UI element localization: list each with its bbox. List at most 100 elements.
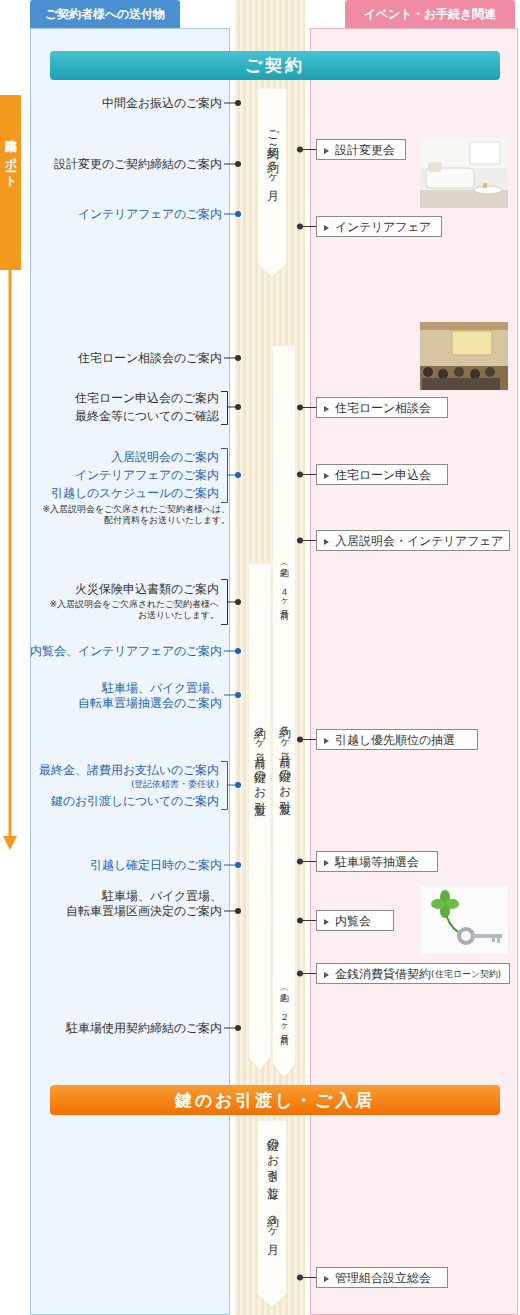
event-text: 設計変更会 xyxy=(335,143,395,157)
photo-person xyxy=(423,367,433,377)
event-box: 内覧会 xyxy=(316,910,394,931)
leader-dot xyxy=(235,161,241,167)
sent-item-text: 内覧会、インテリアフェアのご案内 xyxy=(30,643,222,659)
period-text: 約５ヶ月前～鍵のお引渡し xyxy=(276,717,293,809)
event-box: 駐車場等抽選会 xyxy=(316,851,438,872)
leader-dot xyxy=(235,908,241,914)
photo-person xyxy=(438,369,448,379)
bullet-triangle xyxy=(324,473,329,479)
bullet-triangle xyxy=(324,225,329,231)
photo-wall xyxy=(420,322,508,390)
sent-item-text: 駐車場使用契約締結のご案内 xyxy=(66,1020,222,1036)
event-text: 駐車場等抽選会 xyxy=(335,855,419,869)
leader-dot xyxy=(235,355,241,361)
timeline-band xyxy=(235,0,305,1315)
period-text: （約２～４ヶ月前） xyxy=(278,560,291,606)
photo-bodies xyxy=(422,378,500,390)
event-text: 入居説明会・インテリアフェア xyxy=(335,534,503,548)
report-bar: 建築レポート xyxy=(0,95,21,270)
sent-item-text: 住宅ローン申込会のご案内 xyxy=(75,390,219,406)
leader-dot xyxy=(297,224,303,230)
arrow-outline xyxy=(257,88,287,278)
milestone-text: 鍵のお引渡し・ご入居 xyxy=(175,1089,375,1112)
event-text: 金銭消費貸借契約 xyxy=(335,967,431,981)
leader-dot xyxy=(297,147,303,153)
leader-dot xyxy=(297,971,303,977)
milestone-text: ご契約 xyxy=(245,54,305,77)
event-box: 入居説明会・インテリアフェア xyxy=(316,530,510,551)
note-text: ※入居説明会をご欠席されたご契約者様へ お送りいたします。 xyxy=(39,599,219,621)
key-tooth xyxy=(497,938,500,943)
period-arrow: 約２ヶ月前～鍵のお引渡し xyxy=(248,563,271,1071)
event-box: インテリアフェア xyxy=(316,216,442,237)
sent-items-panel xyxy=(31,29,230,1315)
header-text: ご契約者様への送付物 xyxy=(45,6,165,23)
sent-item-text: 設計変更のご契約締結のご案内 xyxy=(54,156,222,172)
bracket xyxy=(221,392,228,425)
event-box: 住宅ローン相談会 xyxy=(316,397,448,418)
column-header: ご契約者様への送付物 xyxy=(30,0,180,28)
sent-item-text: 中間金お振込のご案内 xyxy=(102,95,222,111)
bracket xyxy=(221,580,228,625)
events-panel xyxy=(311,29,518,1315)
sent-item-text: 鍵のお引渡しについてのご案内 xyxy=(51,793,219,809)
leader-dot xyxy=(235,1025,241,1031)
sent-item-text: 引越しのスケジュールのご案内 xyxy=(51,485,219,501)
photo-wall xyxy=(420,138,508,208)
sent-item-text: インテリアフェアのご案内 xyxy=(75,467,219,483)
event-text: 住宅ローン申込会 xyxy=(335,468,431,482)
event-text: インテリアフェア xyxy=(335,220,431,234)
event-box: 管理組合設立総会 xyxy=(316,1267,448,1288)
bullet-triangle xyxy=(324,919,329,925)
bullet-triangle xyxy=(324,1276,329,1282)
sent-item-text: 駐車場、バイク置場、 自転車置場抽選会のご案内 xyxy=(52,681,222,711)
photo-ceiling xyxy=(420,322,508,330)
bullet-triangle xyxy=(324,539,329,545)
living-room-photo xyxy=(420,138,508,208)
leader-dot xyxy=(235,692,241,698)
key-blade xyxy=(472,934,502,938)
arrow-outline xyxy=(272,345,296,1078)
column-header: イベント・お手続き関連 xyxy=(345,0,515,28)
event-text: 引越し優先順位の抽選 xyxy=(335,733,455,747)
bullet-triangle xyxy=(324,738,329,744)
key-tooth xyxy=(492,938,495,942)
photo-vase xyxy=(483,183,487,188)
photo-background xyxy=(420,885,508,955)
sent-item-text: 最終金、諸費用お支払いのご案内 xyxy=(39,762,219,778)
event-box: 引越し優先順位の抽選 xyxy=(316,729,478,750)
milestone-bar: 鍵のお引渡し・ご入居 xyxy=(50,1085,500,1115)
bracket xyxy=(221,762,228,810)
sent-item-text: 入居説明会のご案内 xyxy=(111,449,219,465)
bracket xyxy=(221,449,228,503)
leader-dot xyxy=(235,862,241,868)
arrow-shape xyxy=(257,88,287,278)
note-text: (登記依頼書・委任状) xyxy=(131,779,219,790)
leader-dot xyxy=(297,538,303,544)
note-text: ※入居説明会をご欠席されたご契約者様へは、 配付資料をお送りいたします。 xyxy=(32,504,230,526)
report-arrow-head xyxy=(3,836,17,850)
photo-screen xyxy=(452,331,492,355)
leader-dot xyxy=(297,737,303,743)
leader-dot xyxy=(235,648,241,654)
key-ring xyxy=(459,929,473,943)
leader-dot xyxy=(235,211,241,217)
bullet-triangle xyxy=(324,148,329,154)
photo-table xyxy=(474,186,502,194)
header-text: イベント・お手続き関連 xyxy=(364,6,496,23)
arrow-shape xyxy=(248,563,271,1071)
event-box: 金銭消費貸借契約(住宅ローン契約) xyxy=(316,963,510,984)
period-text: ご契約～約５ヶ月 xyxy=(264,122,281,182)
leader-dot xyxy=(297,472,303,478)
left-connectors xyxy=(221,100,241,1031)
event-text: (住宅ローン契約) xyxy=(431,969,501,979)
sent-item-text: インテリアフェアのご案内 xyxy=(78,206,222,222)
event-box: 設計変更会 xyxy=(316,139,406,160)
photo-person xyxy=(470,369,480,379)
photo-floor xyxy=(420,366,508,390)
leader-dot xyxy=(235,599,241,605)
event-box: 住宅ローン申込会 xyxy=(316,464,448,485)
sent-item-text: 火災保険申込書類のご案内 xyxy=(75,581,219,597)
leader-dot xyxy=(235,404,241,410)
